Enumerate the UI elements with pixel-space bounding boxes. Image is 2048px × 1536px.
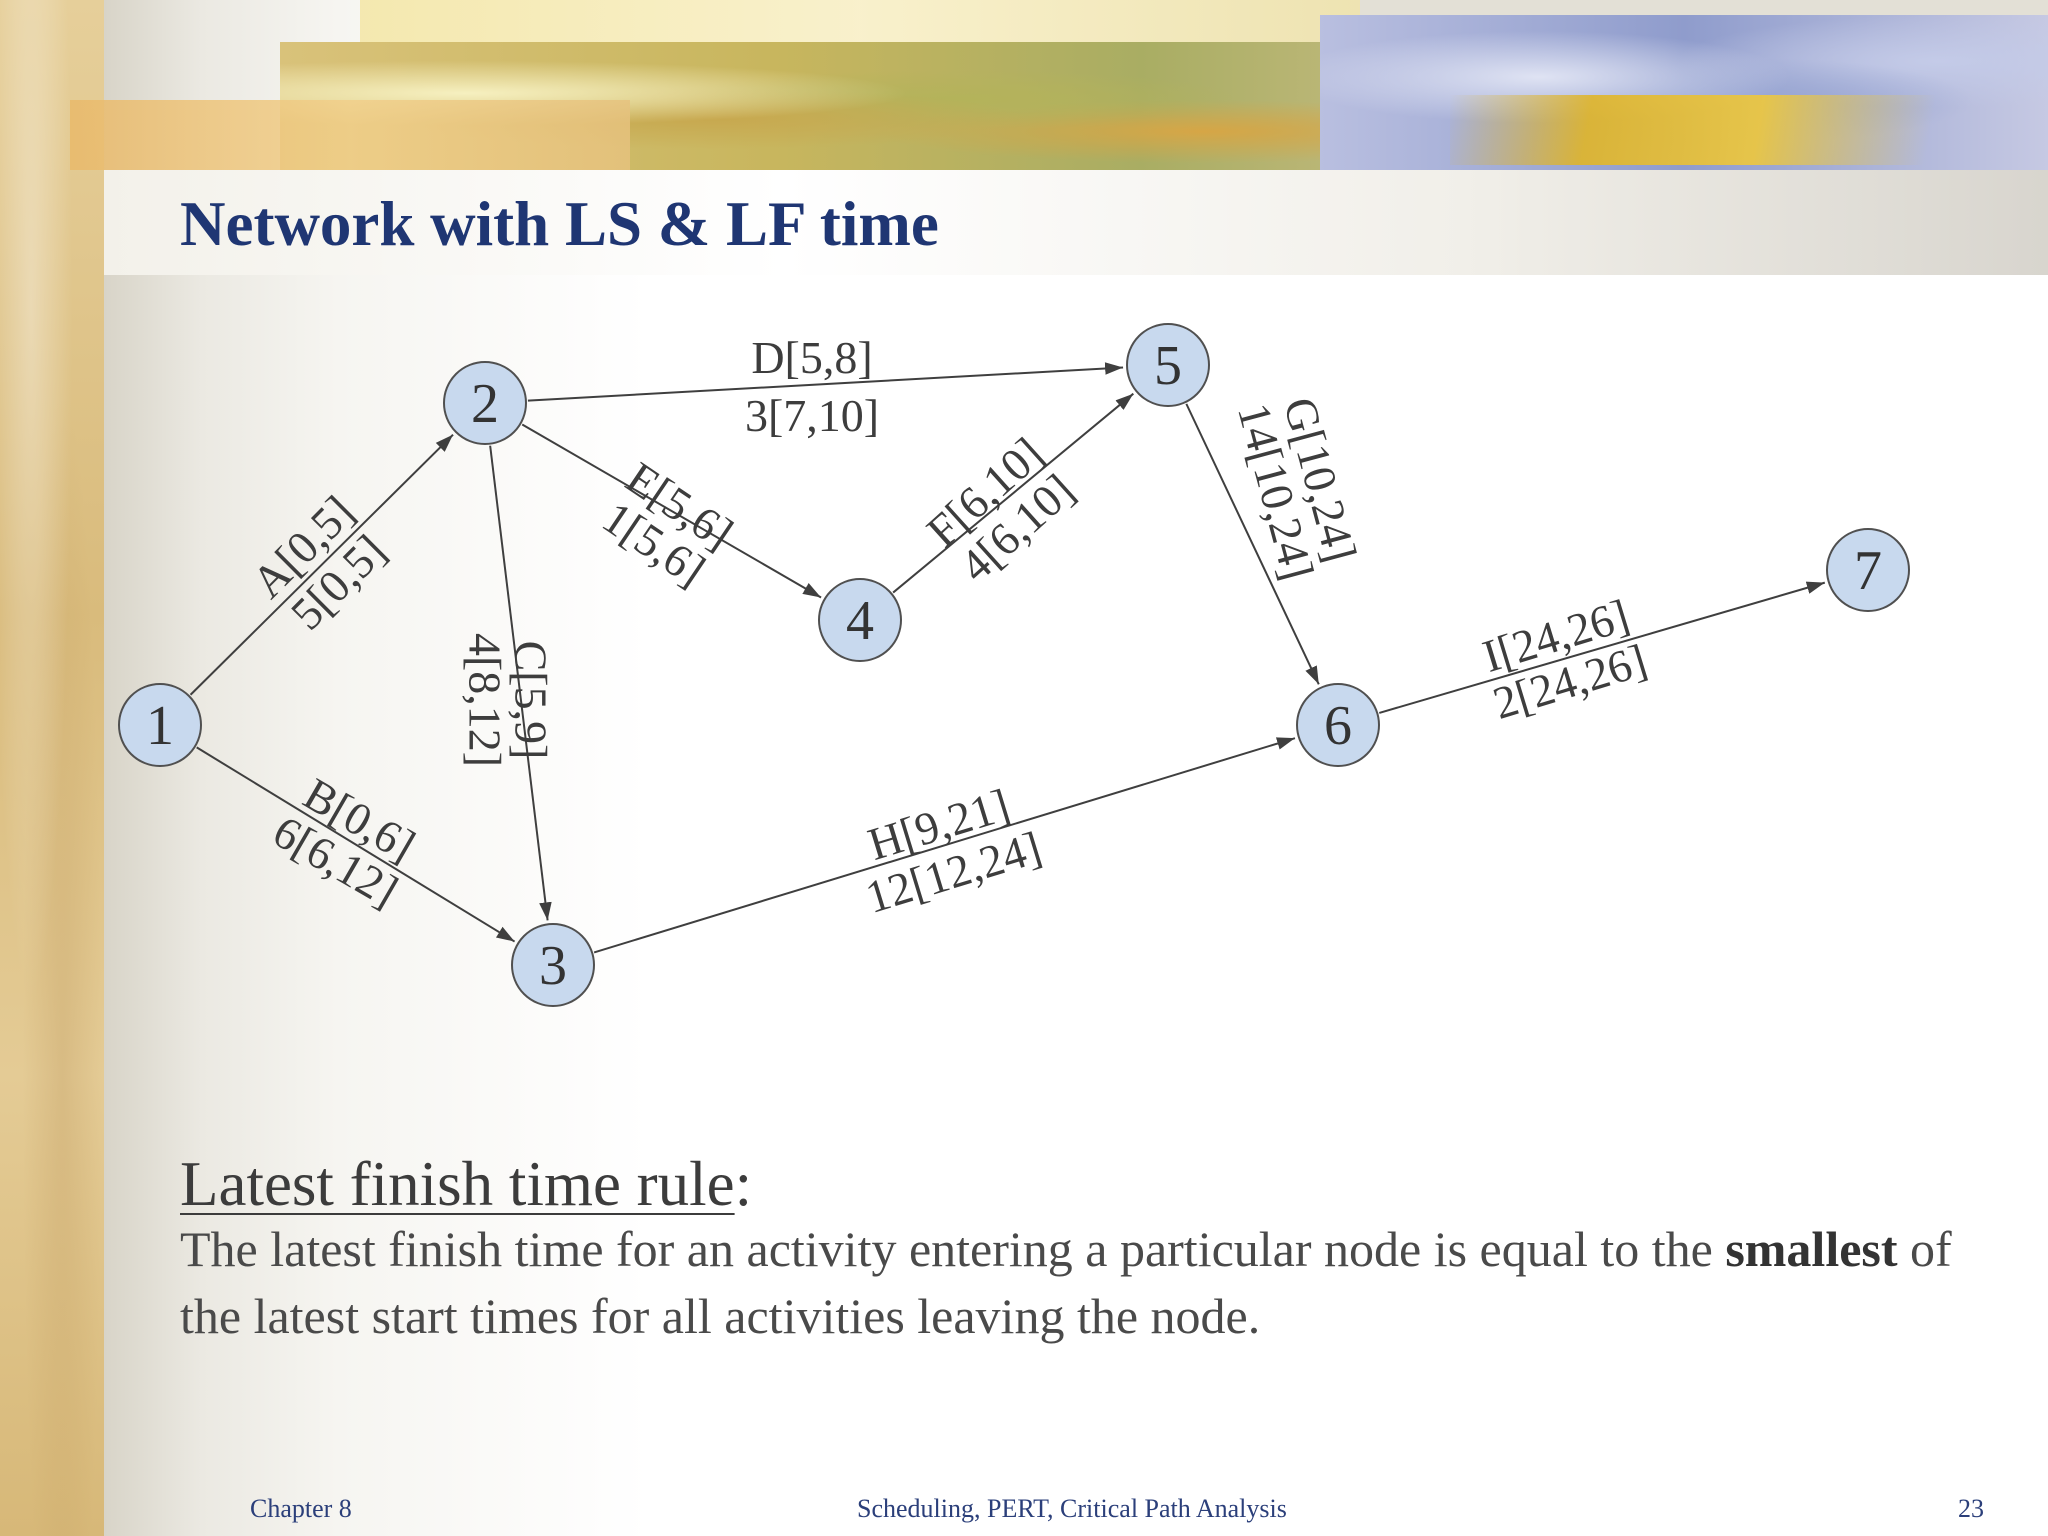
rule-body-bold: smallest: [1725, 1221, 1898, 1277]
edge-B-label-group: B[0,6]6[6,12]: [265, 768, 424, 917]
node-2-label: 2: [471, 373, 499, 435]
edge-C-arrow: [489, 445, 552, 921]
node-7: 7: [1826, 528, 1910, 612]
edge-F-label-group: F[6,10]4[6,10]: [917, 428, 1084, 592]
footer-page-number: 23: [1958, 1494, 1984, 1523]
edge-D-activity-label: D[5,8]: [751, 332, 872, 383]
edge-D-arrow: [527, 362, 1124, 402]
node-4-circle: [818, 578, 902, 662]
slide-title: Network with LS & LF time: [180, 189, 939, 259]
edge-D-duration-label: 3[7,10]: [745, 390, 879, 441]
node-6-circle: [1296, 683, 1380, 767]
edge-H-arrow: [593, 737, 1296, 954]
node-3-circle: [511, 923, 595, 1007]
rule-heading: Latest finish time rule:: [180, 1148, 752, 1221]
banner-top-right-strip: [1360, 0, 2048, 18]
node-5-label: 5: [1154, 335, 1182, 397]
banner-top-light: [360, 0, 1360, 45]
edge-I-arrow: [1378, 581, 1826, 714]
node-1-circle: [118, 683, 202, 767]
edge-B-arrow: [196, 746, 516, 943]
edge-G-arrow: [1185, 403, 1320, 685]
edge-I-label-group: I[24,26]2[24,26]: [1477, 589, 1653, 728]
edge-H-label-group: H[9,21]12[12,24]: [860, 779, 1047, 923]
left-texture-strip: [0, 0, 104, 1536]
nodes-layer: 1 2 3 4 5 6 7: [118, 323, 1910, 1007]
edge-C-activity-label: C[5,9]: [506, 641, 557, 760]
edge-E-label-group: E[5,6]1[5,6]: [594, 452, 742, 596]
node-4-label: 4: [846, 590, 874, 652]
node-4: 4: [818, 578, 902, 662]
edge-D-label-group: D[5,8] 3[7,10]: [745, 332, 879, 441]
edge-G-label-group: G[10,24]14[10,24]: [1228, 392, 1367, 585]
edge-C-label-group: C[5,9]4[8,12]: [460, 633, 557, 767]
node-2: 2: [443, 361, 527, 445]
edge-F-arrow: [892, 392, 1134, 594]
node-7-circle: [1826, 528, 1910, 612]
node-7-label: 7: [1854, 540, 1882, 602]
rule-body-part1: The latest finish time for an activity e…: [180, 1221, 1726, 1277]
node-5: 5: [1126, 323, 1210, 407]
banner-orange-band: [70, 100, 630, 170]
node-3: 3: [511, 923, 595, 1007]
node-6: 6: [1296, 683, 1380, 767]
footer-course-title: Scheduling, PERT, Critical Path Analysis: [857, 1494, 1287, 1523]
rule-body: The latest finish time for an activity e…: [180, 1216, 2000, 1350]
node-1-label: 1: [146, 695, 174, 757]
header-band: [104, 170, 2048, 275]
banner-wheat-image: [1450, 95, 2010, 165]
edges-layer: [189, 362, 1826, 954]
node-2-circle: [443, 361, 527, 445]
node-3-label: 3: [539, 935, 567, 997]
edge-A-arrow: [189, 433, 454, 696]
node-1: 1: [118, 683, 202, 767]
node-6-label: 6: [1324, 695, 1352, 757]
rule-body-part2: of the latest start times for all activi…: [180, 1221, 1952, 1344]
node-5-circle: [1126, 323, 1210, 407]
rule-heading-text: Latest finish time rule: [180, 1149, 735, 1219]
edge-C-duration-label: 4[8,12]: [460, 633, 511, 767]
footer-chapter: Chapter 8: [250, 1494, 352, 1523]
rule-heading-colon: :: [734, 1149, 753, 1219]
edge-E-arrow: [521, 423, 822, 599]
